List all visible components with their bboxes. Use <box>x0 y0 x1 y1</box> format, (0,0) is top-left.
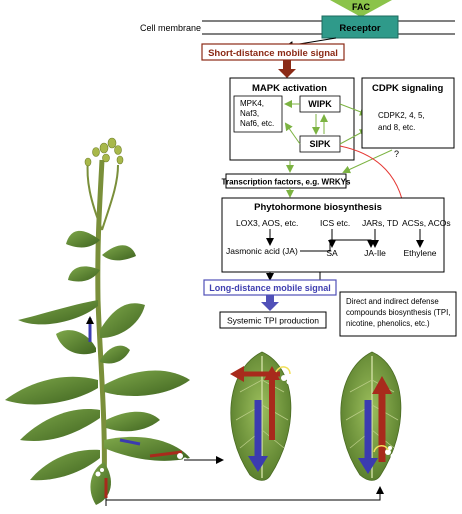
phytohormone-box: Phytohormone biosynthesis LOX3, AOS, etc… <box>221 197 451 273</box>
plant-red-arrow-right <box>149 450 183 458</box>
leaf-damaged-bottom <box>90 462 111 505</box>
cell-membrane-label: Cell membrane <box>140 23 201 33</box>
cell-membrane: Cell membrane <box>140 20 455 35</box>
ja-label: Jasmonic acid (JA) <box>226 246 298 256</box>
mapk-list-line-2: Naf3, <box>240 109 259 118</box>
defense-line-3: nicotine, phenolics, etc.) <box>346 319 430 328</box>
mapk-activation-box: MAPK activation MPK4, Naf3, Naf6, etc. W… <box>229 77 355 161</box>
defense-compounds-box: Direct and indirect defense compounds bi… <box>339 291 457 337</box>
damage-spots <box>95 453 188 477</box>
fac-shape <box>330 0 392 17</box>
cdpk-list-line-2: and 8, etc. <box>378 123 415 132</box>
short-distance-signal-label: Short-distance mobile signal <box>208 48 338 59</box>
ethylene-label: Ethylene <box>403 248 436 258</box>
flower-buds <box>84 137 124 167</box>
leaf-damaged-right <box>104 436 190 461</box>
phytohormone-title: Phytohormone biosynthesis <box>254 202 382 213</box>
lox-label: LOX3, AOS, etc. <box>236 218 298 228</box>
leaf-1 <box>230 351 292 481</box>
question-mark: ? <box>394 149 399 159</box>
mapk-list-box <box>233 95 283 133</box>
tobacco-plant <box>5 137 190 505</box>
mapk-title: MAPK activation <box>252 83 327 94</box>
mapk-list-line-1: MPK4, <box>240 99 264 108</box>
jars-label: JARs, TD <box>362 218 398 228</box>
long-distance-signal-label: Long-distance mobile signal <box>209 283 331 293</box>
main-stem <box>95 159 107 491</box>
mapk-list-line-3: Naf6, etc. <box>240 119 274 128</box>
long-distance-signal: Long-distance mobile signal <box>203 279 337 296</box>
leaf-left-low <box>5 376 98 405</box>
systemic-tpi-box: Systemic TPI production <box>219 311 327 329</box>
fac-label: FAC <box>352 2 371 12</box>
cdpk-signaling-box: CDPK signaling CDPK2, 4, 5, and 8, etc. <box>361 77 455 149</box>
ja-ile-label: JA-Ile <box>364 248 386 258</box>
transcription-factors-box: Transcription factors, e.g. WRKYs <box>222 173 351 189</box>
defense-line-2: compounds biosynthesis (TPI, <box>346 308 450 317</box>
acs-label: ACSs, ACOs <box>402 218 451 228</box>
long-signal-down-arrow <box>261 295 279 311</box>
leaf-right-mid <box>100 303 145 338</box>
phyto-internal-arrows <box>266 229 424 252</box>
leaf-2 <box>340 351 402 481</box>
receptor-box <box>321 15 399 39</box>
cdpk-to-tf-arrow <box>342 149 393 174</box>
fac-elicitor: FAC <box>330 0 392 17</box>
plant-blue-arrow-right <box>119 438 141 446</box>
transcription-factors-label: Transcription factors, e.g. WRKYs <box>222 178 351 187</box>
defense-line-1: Direct and indirect defense <box>346 297 439 306</box>
short-signal-down-arrow <box>278 60 296 78</box>
leaf-right-low <box>104 370 190 396</box>
leaf-left-mid <box>18 300 98 325</box>
systemic-tpi-label: Systemic TPI production <box>227 316 319 326</box>
short-distance-signal: Short-distance mobile signal <box>201 43 345 61</box>
ics-label: ICS etc. <box>320 218 350 228</box>
plant-to-leaf2-arrow <box>105 488 380 506</box>
receptor-label: Receptor <box>339 23 380 34</box>
cdpk-list-line-1: CDPK2, 4, 5, <box>378 111 425 120</box>
sipk-label: SIPK <box>309 139 331 149</box>
receptor: Receptor <box>321 15 399 39</box>
sa-label: SA <box>326 248 338 258</box>
cdpk-title: CDPK signaling <box>372 83 443 94</box>
wipk-label: WIPK <box>308 99 332 109</box>
